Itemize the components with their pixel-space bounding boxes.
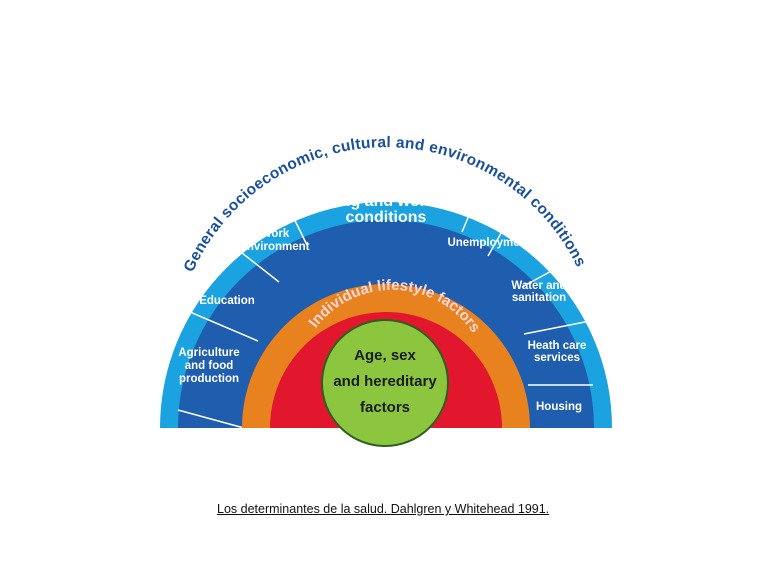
svg-text:production: production <box>179 373 239 385</box>
svg-text:Agriculture: Agriculture <box>178 347 239 359</box>
svg-text:and food: and food <box>185 360 234 372</box>
svg-text:Heath care: Heath care <box>528 340 587 352</box>
segment-housing: Housing <box>536 401 582 413</box>
svg-text:factors: factors <box>360 399 410 416</box>
svg-text:Water and: Water and <box>511 280 566 292</box>
segment-unemployment: Unemployment <box>447 237 530 249</box>
svg-text:sanitation: sanitation <box>512 292 566 304</box>
svg-text:Unemployment: Unemployment <box>447 237 530 249</box>
segment-agriculture: Agriculture and food production <box>178 347 239 385</box>
svg-text:environment: environment <box>240 241 309 253</box>
segment-dividers <box>177 174 593 429</box>
segment-work-environment: Work environment <box>240 228 309 253</box>
svg-text:Living and working: Living and working <box>313 193 459 210</box>
segment-water-sanitation: Water and sanitation <box>511 280 566 304</box>
svg-text:Education: Education <box>199 295 255 307</box>
figure-caption: Los determinantes de la salud. Dahlgren … <box>217 502 550 516</box>
segment-health-care: Heath care services <box>528 340 587 364</box>
core-circle <box>321 319 449 447</box>
svg-text:conditions: conditions <box>346 209 427 226</box>
core-label: Age, sex and hereditary factors <box>333 347 437 416</box>
living-working-title: Living and working conditions <box>313 193 459 226</box>
svg-text:Work: Work <box>261 228 290 240</box>
svg-text:Age, sex: Age, sex <box>354 347 416 364</box>
segment-education: Education <box>199 295 255 307</box>
svg-text:services: services <box>534 352 580 364</box>
svg-text:Housing: Housing <box>536 401 582 413</box>
svg-text:and hereditary: and hereditary <box>333 373 437 390</box>
